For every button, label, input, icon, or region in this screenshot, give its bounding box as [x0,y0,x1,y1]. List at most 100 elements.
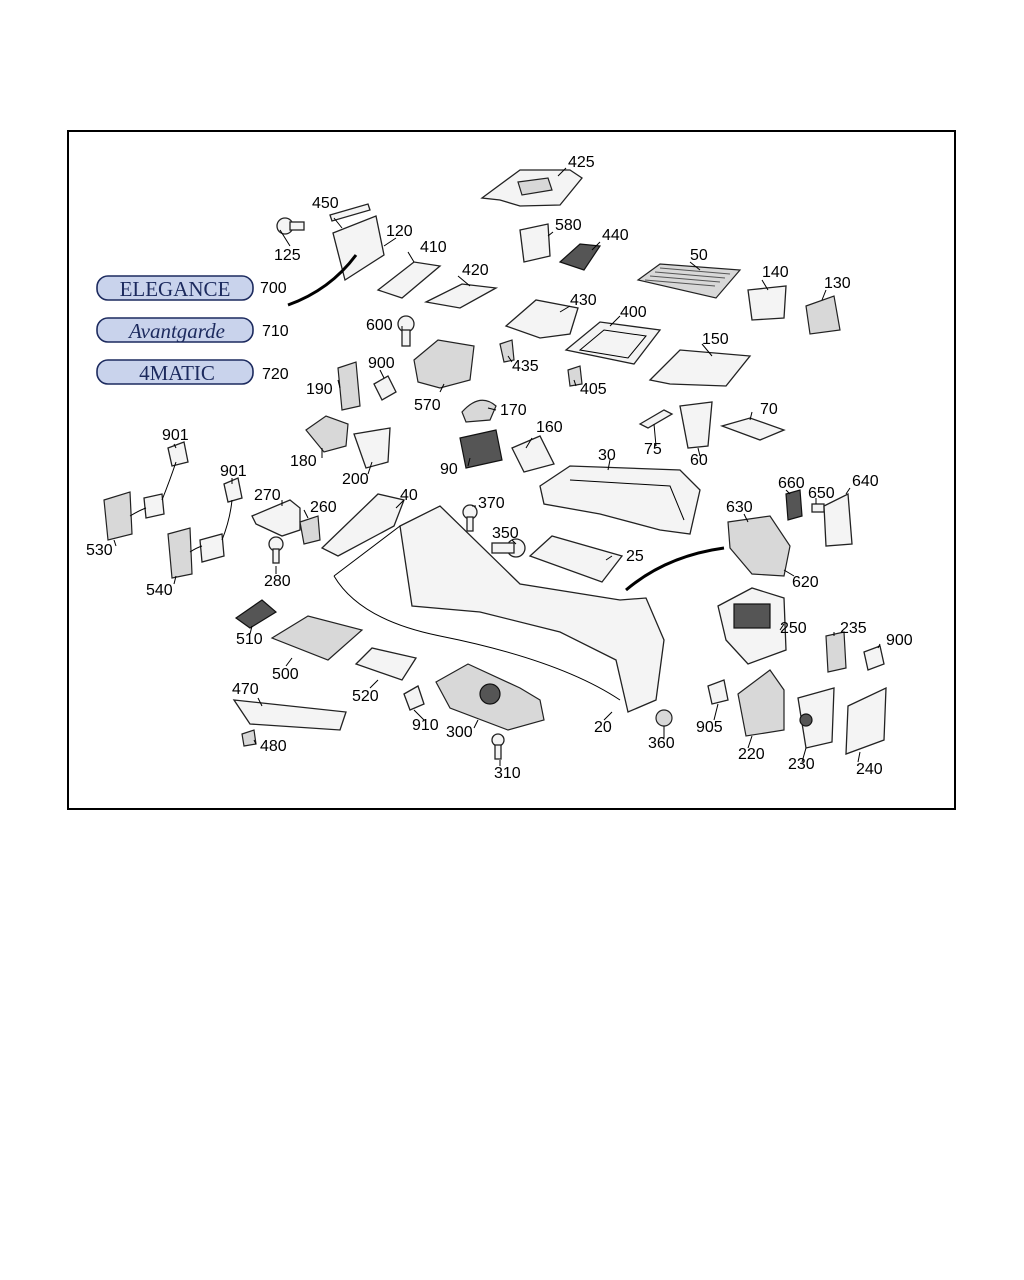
label-180: 180 [290,453,317,470]
label-580: 580 [555,217,582,234]
label-190: 190 [306,381,333,398]
badge-avantgarde: Avantgarde [96,317,254,343]
label-435: 435 [512,358,539,375]
label-420: 420 [462,262,489,279]
part-520-drawing [354,647,418,681]
label-405: 405 [580,381,607,398]
diagram-frame [67,130,956,810]
part-480-drawing [241,729,257,747]
part-310-drawing [491,733,505,760]
label-400: 400 [620,304,647,321]
label-300: 300 [446,724,473,741]
part-75-drawing [638,409,674,429]
label-480: 480 [260,738,287,755]
label-510: 510 [236,631,263,648]
part-30-drawing [539,465,701,535]
part-180-drawing [305,415,349,453]
part-410-drawing [376,261,442,299]
label-720: 720 [262,366,289,383]
part-500-drawing [270,615,364,661]
part-900a-drawing [373,375,397,401]
label-620: 620 [792,574,819,591]
label-425: 425 [568,154,595,171]
label-235: 235 [840,620,867,637]
part-905-drawing [707,679,729,705]
part-530-drawing [103,461,177,541]
label-540: 540 [146,582,173,599]
label-700: 700 [260,280,287,297]
label-30: 30 [598,447,616,464]
part-200-drawing [353,427,391,469]
label-901a: 901 [162,427,189,444]
part-90-drawing [459,429,503,469]
part-130-drawing [805,295,841,335]
part-430-drawing [504,299,579,339]
label-650: 650 [808,485,835,502]
part-660-drawing [785,489,803,521]
label-40: 40 [400,487,418,504]
part-270-drawing [251,499,301,537]
label-901b: 901 [220,463,247,480]
part-640-drawing [823,492,853,547]
badge-elegance: ELEGANCE [96,275,254,301]
part-620-drawing [727,515,791,577]
label-410: 410 [420,239,447,256]
label-660: 660 [778,475,805,492]
part-260-drawing [299,515,321,545]
label-310: 310 [494,765,521,782]
label-570: 570 [414,397,441,414]
part-220-drawing [737,669,785,737]
part-510-drawing [234,599,278,629]
label-500: 500 [272,666,299,683]
label-450: 450 [312,195,339,212]
label-260: 260 [310,499,337,516]
label-90: 90 [440,461,458,478]
label-370: 370 [478,495,505,512]
label-50: 50 [690,247,708,264]
label-600: 600 [366,317,393,334]
part-190-drawing [337,361,361,411]
part-240-drawing [845,686,887,755]
label-140: 140 [762,264,789,281]
part-420-drawing [423,283,499,309]
part-25-drawing [528,535,624,583]
label-470: 470 [232,681,259,698]
label-910: 910 [412,717,439,734]
part-360-drawing [655,709,673,727]
part-570-drawing [413,339,475,389]
part-125-drawing [276,217,305,235]
badge-4matic-text: 4MATIC [139,361,215,385]
part-901a-drawing [167,441,189,467]
label-900b: 900 [886,632,913,649]
part-120-drawing [332,215,385,282]
label-360: 360 [648,735,675,752]
label-220: 220 [738,746,765,763]
label-640: 640 [852,473,879,490]
label-350: 350 [492,525,519,542]
part-40-drawing [320,493,405,557]
label-250: 250 [780,620,807,637]
part-600-drawing [397,315,415,347]
label-160: 160 [536,419,563,436]
label-20: 20 [594,719,612,736]
label-630: 630 [726,499,753,516]
part-370-drawing [462,504,478,532]
part-350-drawing [491,538,526,558]
label-120: 120 [386,223,413,240]
part-230-drawing [797,687,835,749]
label-230: 230 [788,756,815,773]
part-900b-drawing [863,645,885,671]
part-70-drawing [719,417,786,441]
part-60-drawing [679,401,713,449]
label-125: 125 [274,247,301,264]
part-235-drawing [825,631,847,673]
part-405-drawing [567,365,583,387]
part-470-drawing [232,699,347,731]
label-270: 270 [254,487,281,504]
part-540-drawing [167,499,233,579]
part-450-drawing [329,203,371,222]
part-280-drawing [268,536,284,564]
badge-4matic: 4MATIC [96,359,254,385]
part-435-drawing [499,339,515,363]
